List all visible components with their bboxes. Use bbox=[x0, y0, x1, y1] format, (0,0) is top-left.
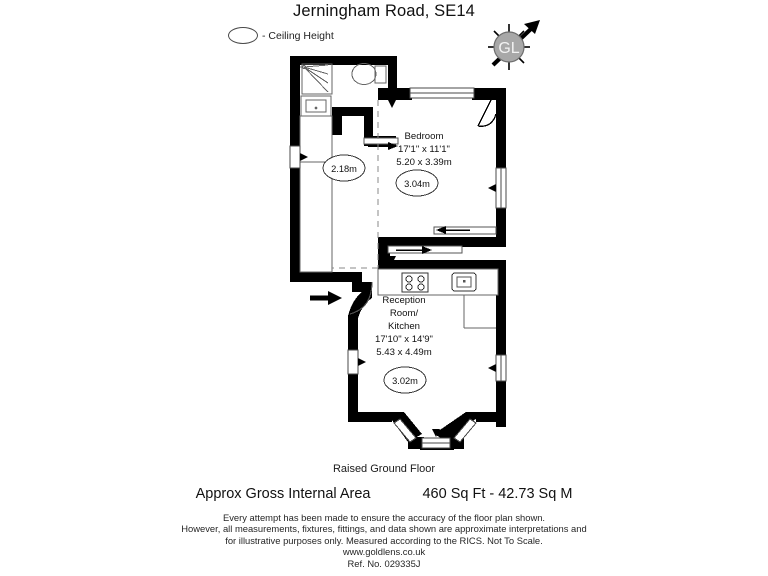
ceiling-height-reception: 3.02m bbox=[383, 366, 427, 394]
hob-icon bbox=[401, 272, 429, 293]
toilet-icon bbox=[351, 63, 377, 85]
ceiling-height-hall-value: 2.18m bbox=[331, 164, 357, 174]
ceiling-height-hall: 2.18m bbox=[322, 154, 366, 182]
ceiling-height-reception-value: 3.02m bbox=[392, 376, 418, 386]
reception-label-line1: Reception bbox=[382, 295, 425, 306]
bedroom-dim-metric: 5.20 x 3.39m bbox=[396, 157, 451, 168]
bedroom-door-icon bbox=[477, 97, 497, 127]
bedroom-label: Bedroom bbox=[405, 131, 444, 142]
reference-number: Ref. No. 029335J bbox=[347, 557, 421, 569]
ceiling-height-legend-label: - Ceiling Height bbox=[262, 29, 334, 42]
shower-icon bbox=[301, 63, 333, 95]
compass-monogram: GL bbox=[498, 40, 519, 57]
disclaimer-line-1: Every attempt has been made to ensure th… bbox=[222, 512, 546, 523]
floor-plan: Bedroom 17'1" x 11'1" 5.20 x 3.39m Recep… bbox=[276, 50, 516, 460]
disclaimer-line-3: for illustrative purposes only. Measured… bbox=[225, 534, 543, 546]
area-value: 460 Sq Ft - 42.73 Sq M bbox=[422, 486, 573, 502]
bedroom-dim-imperial: 17'1" x 11'1" bbox=[398, 144, 450, 155]
floor-label: Raised Ground Floor bbox=[332, 463, 436, 475]
disclaimer-block: Every attempt has been made to ensure th… bbox=[0, 512, 768, 569]
ceiling-height-legend: - Ceiling Height bbox=[228, 27, 334, 44]
page-title: Jerningham Road, SE14 bbox=[293, 2, 475, 20]
hall-storage bbox=[299, 115, 333, 273]
reception-dim-metric: 5.43 x 4.49m bbox=[376, 347, 431, 358]
kitchen-counter bbox=[377, 268, 499, 329]
reception-label-line3: Kitchen bbox=[388, 321, 420, 332]
entrance-door-icon bbox=[310, 281, 373, 315]
website-link[interactable]: www.goldlens.co.uk bbox=[342, 546, 426, 558]
hall-left-window-icon bbox=[289, 145, 308, 169]
ceiling-height-markers: 2.18m 3.04m 3.02m bbox=[322, 154, 439, 394]
reception-left-window-icon bbox=[347, 349, 366, 375]
disclaimer-line-2: However, all measurements, fixtures, fit… bbox=[181, 523, 587, 535]
ceiling-height-bedroom-value: 3.04m bbox=[404, 179, 430, 189]
ceiling-height-oval-icon bbox=[228, 27, 258, 44]
bay-window-icon bbox=[393, 418, 477, 449]
compass-circle bbox=[493, 31, 525, 63]
reception-right-window-icon bbox=[488, 354, 507, 382]
area-label: Approx Gross Internal Area bbox=[195, 486, 371, 502]
compass-rose: GL bbox=[480, 14, 546, 76]
bedroom-top-window-icon bbox=[388, 87, 475, 108]
bedroom-right-window-icon bbox=[488, 167, 507, 209]
open-plan-dashed-divider bbox=[332, 100, 379, 269]
ceiling-height-bedroom: 3.04m bbox=[395, 169, 439, 197]
gross-internal-area-row: Approx Gross Internal Area 460 Sq Ft - 4… bbox=[0, 486, 768, 502]
kitchen-sink-icon bbox=[451, 272, 477, 292]
reception-label-line2: Room/ bbox=[390, 308, 419, 319]
plan-fixtures bbox=[299, 63, 387, 273]
bathroom-door-icon bbox=[363, 137, 399, 150]
reception-dim-imperial: 17'10" x 14'9" bbox=[375, 334, 433, 345]
